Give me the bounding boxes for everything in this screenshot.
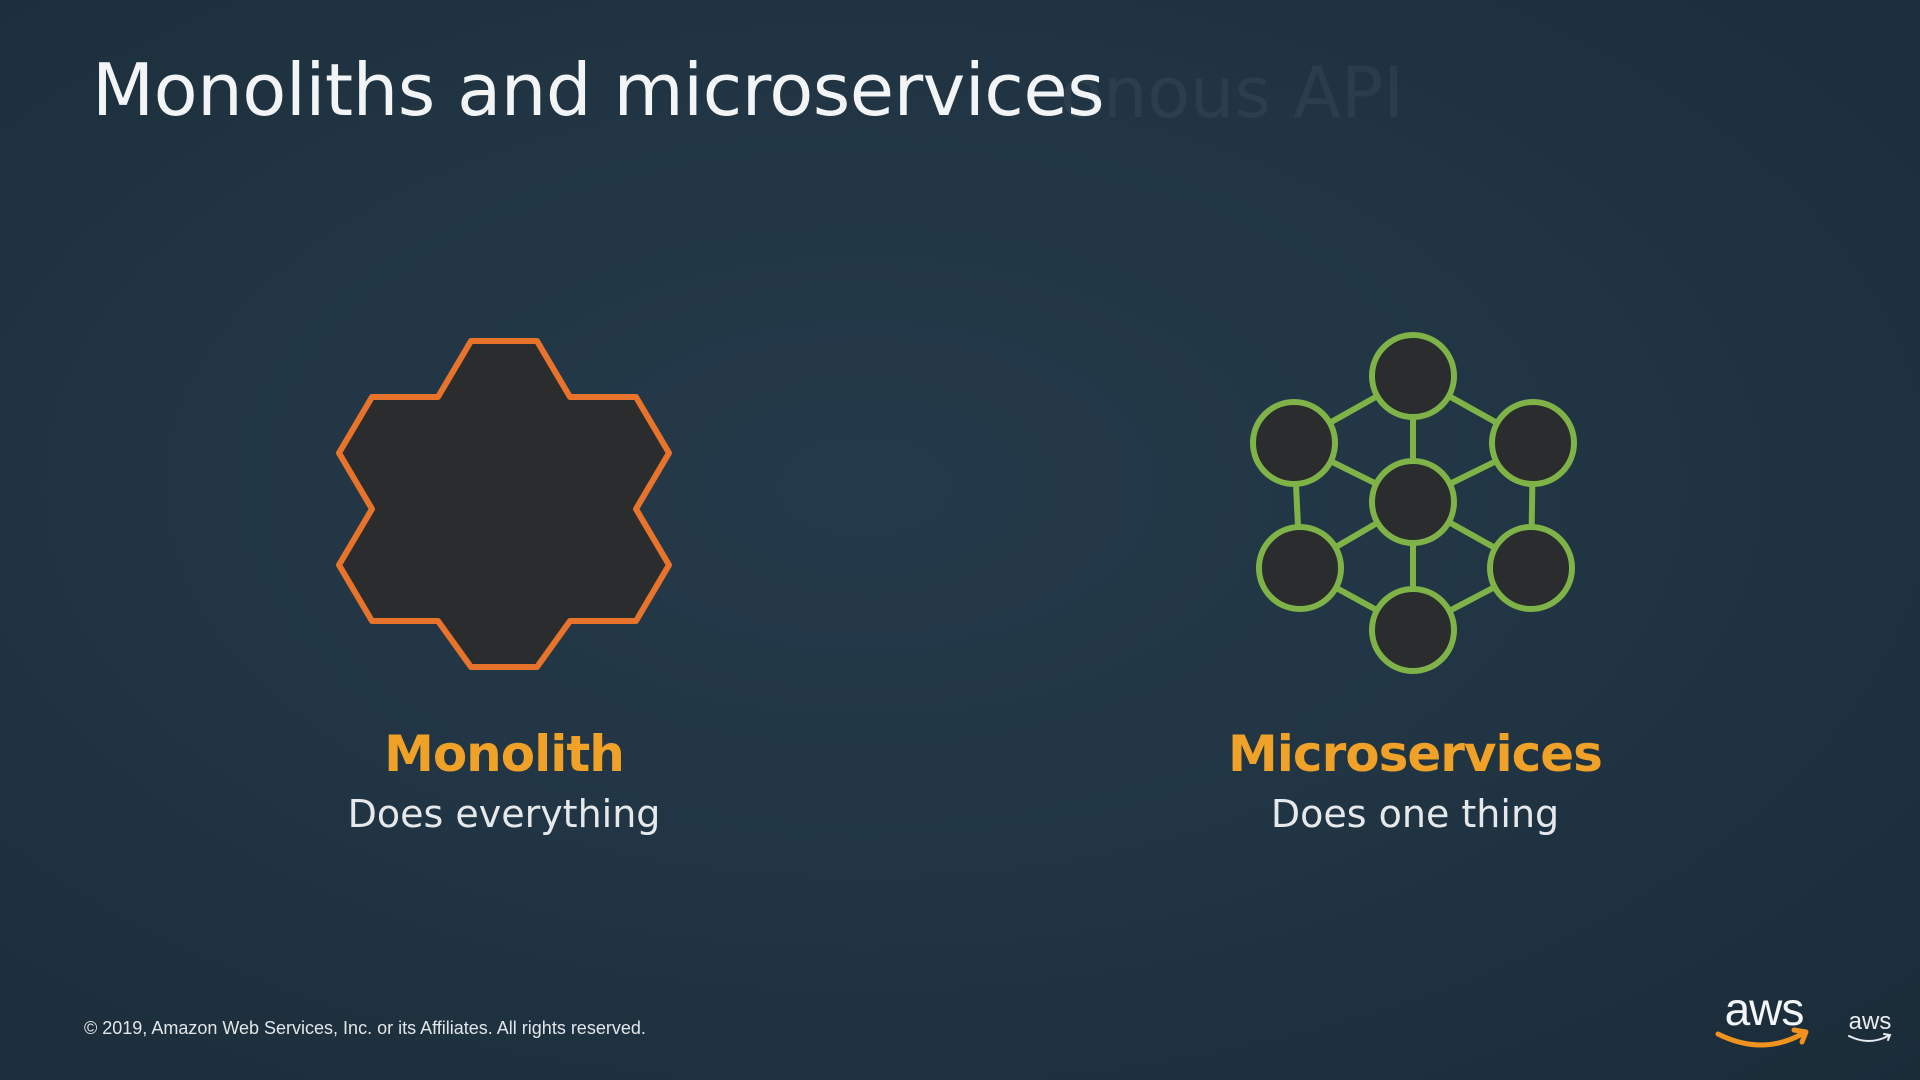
service-node-lower-right — [1487, 524, 1575, 612]
microservices-caption: Microservices Does one thing — [1155, 720, 1675, 840]
slide-title: Monoliths and microservices — [92, 48, 1105, 132]
microservices-description: Does one thing — [1270, 792, 1560, 836]
aws-watermark-smile-icon — [1848, 1033, 1892, 1042]
monolith-description: Does everything — [347, 792, 661, 836]
ghost-title-residue: onous API — [1060, 52, 1404, 134]
service-node-center — [1369, 458, 1457, 546]
microservices-network-icon — [1250, 332, 1577, 674]
service-node-bottom — [1369, 586, 1457, 674]
monolith-hexagon-cluster-icon — [336, 338, 672, 670]
monolith-label: Monolith — [384, 725, 625, 783]
aws-logo: aws — [1714, 986, 1814, 1056]
service-node-lower-left — [1256, 524, 1344, 612]
service-node-top — [1369, 332, 1457, 420]
copyright-footer: © 2019, Amazon Web Services, Inc. or its… — [84, 1018, 646, 1038]
aws-smile-icon — [1715, 1027, 1809, 1048]
microservices-label: Microservices — [1228, 725, 1603, 783]
service-node-upper-left — [1250, 399, 1338, 487]
aws-watermark-text: aws — [1848, 1008, 1892, 1035]
aws-logo-text: aws — [1724, 983, 1805, 1035]
aws-watermark: aws — [1846, 1010, 1894, 1050]
service-node-upper-right — [1489, 399, 1577, 487]
monolith-caption: Monolith Does everything — [244, 720, 764, 840]
